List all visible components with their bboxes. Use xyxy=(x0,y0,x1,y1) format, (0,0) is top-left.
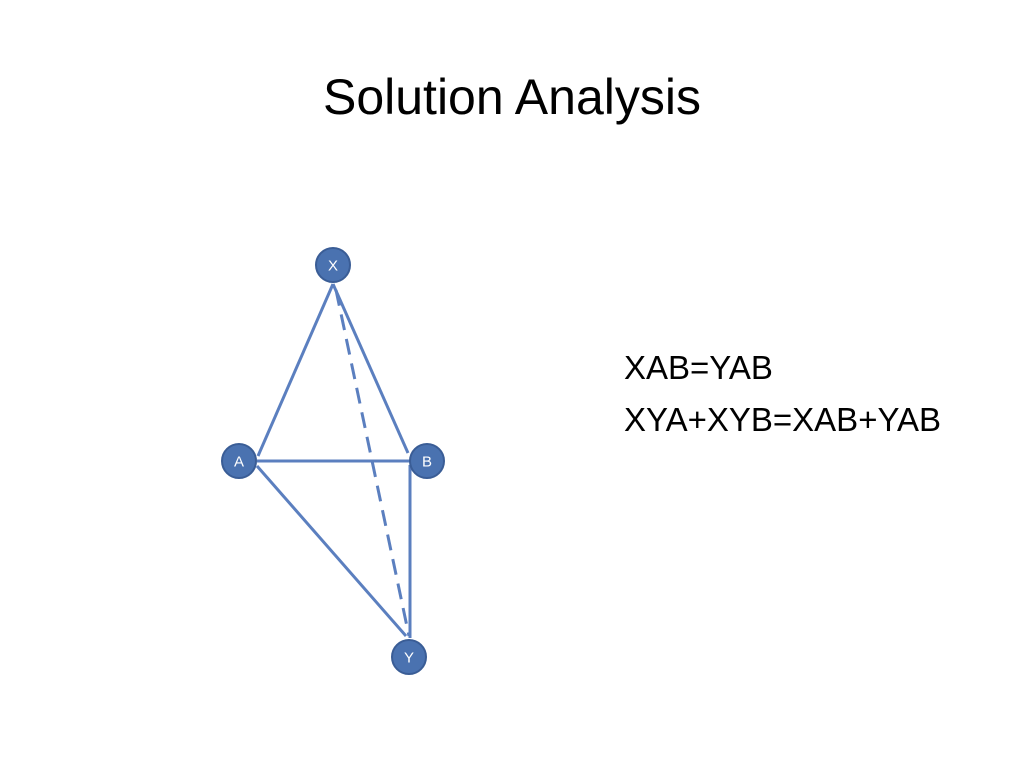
node-a: A xyxy=(221,443,257,479)
edge-x-y-dashed xyxy=(334,289,411,637)
node-x: X xyxy=(315,247,351,283)
equations-block: XAB=YAB XYA+XYB=XAB+YAB xyxy=(624,342,941,446)
slide-title: Solution Analysis xyxy=(322,69,701,125)
node-b-label: B xyxy=(422,454,432,471)
edge-x-b xyxy=(331,283,410,454)
equation-1: XAB=YAB xyxy=(624,349,773,386)
node-x-label: X xyxy=(328,258,338,275)
equation-2: XYA+XYB=XAB+YAB xyxy=(624,401,942,438)
node-y: Y xyxy=(391,639,427,675)
node-y-label: Y xyxy=(404,650,414,667)
node-a-label: A xyxy=(234,454,244,471)
edge-a-y xyxy=(255,465,408,637)
edge-x-a xyxy=(256,283,335,457)
node-b: B xyxy=(409,443,445,479)
